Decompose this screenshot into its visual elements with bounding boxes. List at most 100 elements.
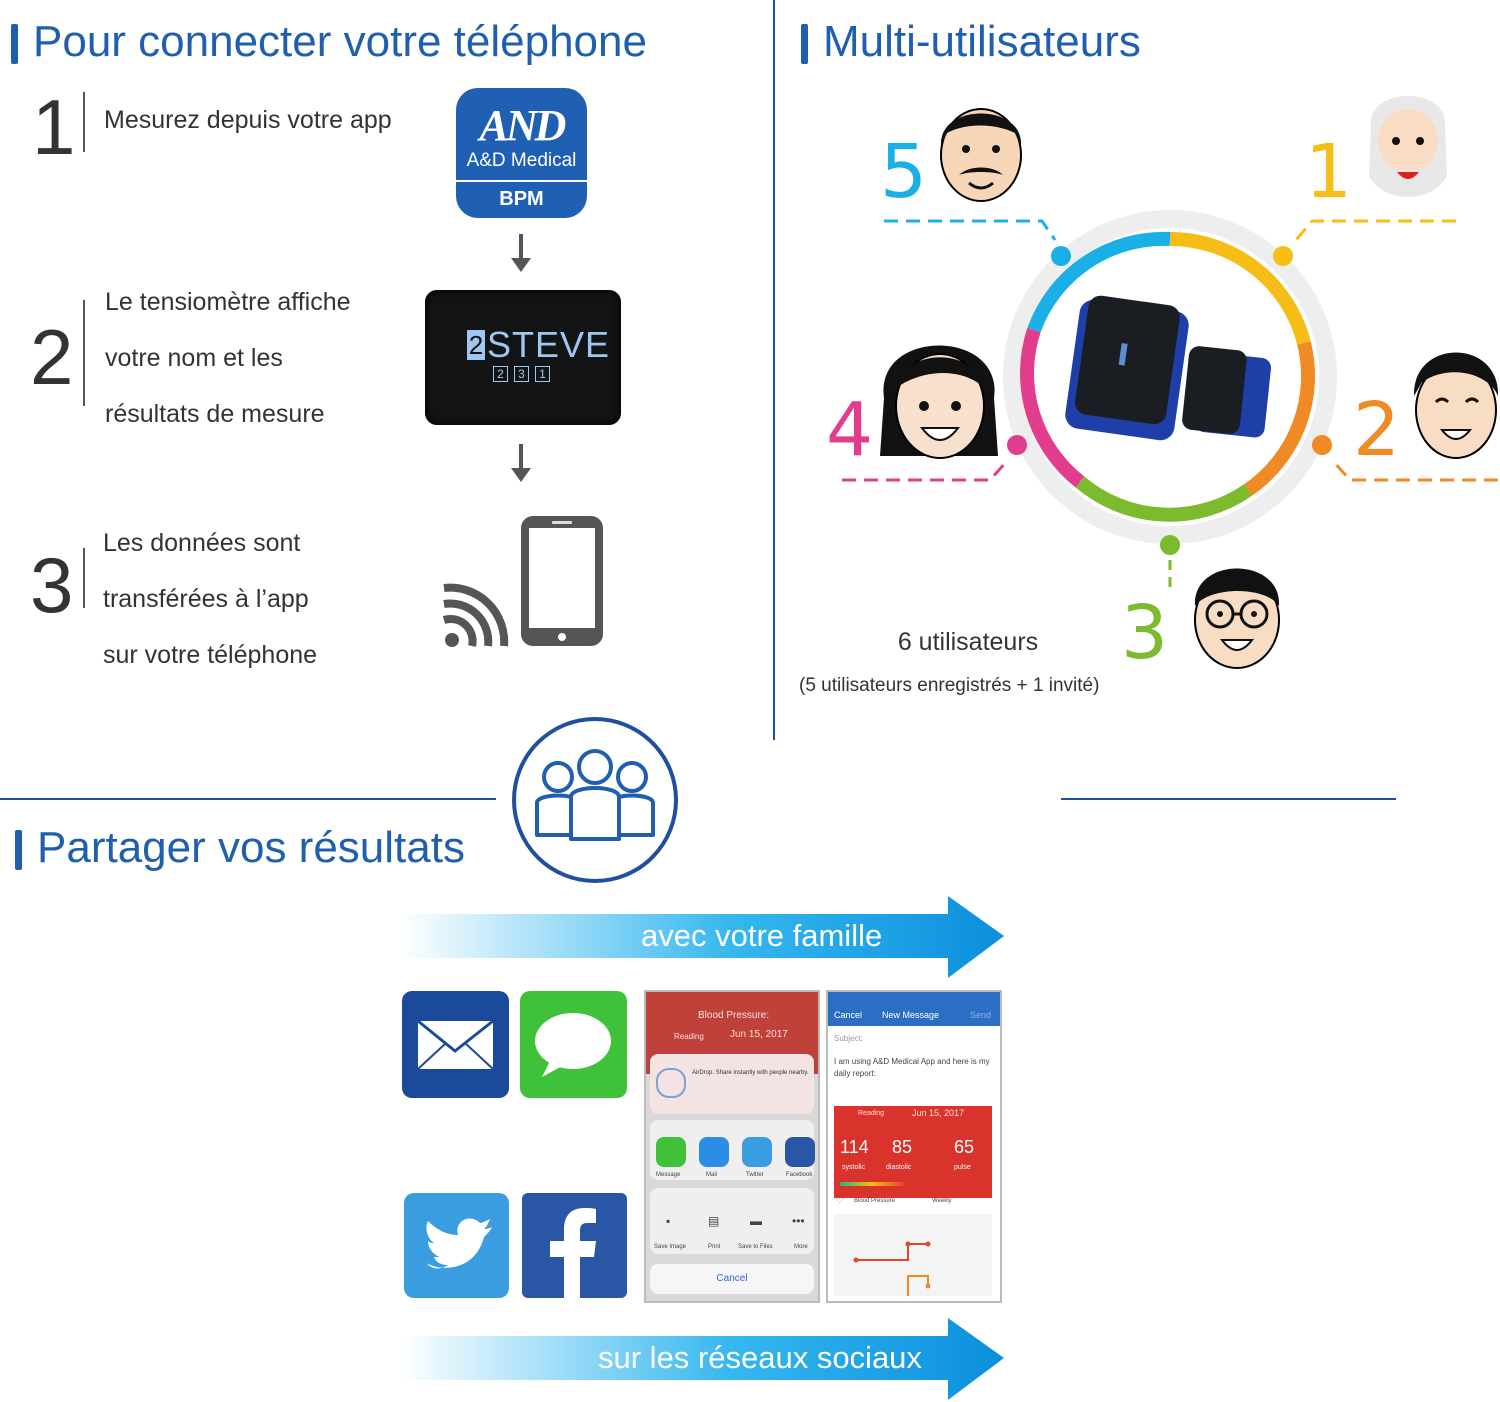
arrow-social-label: sur les réseaux sociaux — [598, 1340, 922, 1375]
title-accent-bar — [11, 24, 18, 64]
section-divider — [1061, 798, 1396, 800]
phone1-date: Jun 15, 2017 — [730, 1029, 788, 1040]
user-1-avatar-icon — [1369, 96, 1447, 197]
step-2-text: Le tensiomètre affiche votre nom et les … — [105, 274, 351, 442]
step-3-divider — [83, 548, 85, 608]
step-3-line: transférées à l’app — [103, 585, 309, 613]
step-1-text: Mesurez depuis votre app — [104, 106, 392, 134]
mail-icon — [699, 1137, 729, 1167]
print-icon: ▤ — [708, 1214, 720, 1228]
connect-title: Pour connecter votre téléphone — [33, 17, 647, 66]
phone2-cancel[interactable]: Cancel — [834, 1010, 863, 1020]
phone2-systolic-label: systolic — [842, 1164, 865, 1171]
airdrop-icon — [656, 1068, 686, 1098]
share-sheet-screenshot: Blood Pressure: Reading Jun 15, 2017 Air… — [644, 990, 820, 1303]
save-image-icon: ▪ — [666, 1214, 671, 1228]
phone2-diastolic-label: diastolic — [886, 1164, 912, 1171]
app-divider — [456, 180, 587, 182]
phone1-reading: Reading — [674, 1032, 704, 1041]
phone1-action-label: Print — [708, 1244, 721, 1250]
users-caption: 6 utilisateurs — [897, 628, 1039, 656]
messages-icon — [656, 1137, 686, 1167]
arrow-down-icon — [511, 234, 531, 272]
phone2-body: I am using A&D Medical App and here is m… — [834, 1057, 990, 1078]
arrow-right-social — [400, 1318, 1004, 1400]
display-user-number: 2 — [467, 330, 485, 360]
app-logo: AND — [479, 101, 567, 150]
step-1-divider — [83, 92, 85, 152]
app-name: A&D Medical — [466, 150, 577, 171]
section-divider — [773, 0, 775, 740]
user-2-avatar-icon — [1413, 352, 1499, 459]
user-number-1: 1 — [1305, 129, 1353, 215]
phone2-history-chart — [834, 1214, 992, 1296]
phone1-app-label: Mail — [706, 1172, 718, 1178]
phone1-title: Blood Pressure: — [698, 1010, 770, 1021]
phone2-pulse: 65 — [954, 1137, 975, 1157]
step-3-line: Les données sont — [103, 529, 301, 557]
user-number-2: 2 — [1353, 387, 1401, 473]
users-ring — [842, 210, 1498, 590]
phone2-send[interactable]: Send — [970, 1010, 992, 1020]
phone1-action-label: Save to Files — [738, 1244, 773, 1250]
twitter-icon — [742, 1137, 772, 1167]
user-3-avatar-icon — [1194, 568, 1280, 669]
arrow-right-family — [400, 896, 1004, 978]
facebook-icon — [522, 1193, 627, 1298]
phone2-subject: Subject: — [834, 1034, 863, 1043]
phone1-action-label: Save Image — [654, 1244, 687, 1250]
twitter-icon — [404, 1193, 509, 1298]
title-accent-bar — [801, 24, 808, 64]
phone2-diastolic: 85 — [892, 1137, 913, 1157]
phone2-reading: Reading — [858, 1110, 885, 1117]
phone2-date: Jun 15, 2017 — [912, 1108, 965, 1118]
users-subcaption: (5 utilisateurs enregistrés + 1 invité) — [799, 675, 1100, 696]
step-2-divider — [83, 300, 85, 406]
user-number-3: 3 — [1121, 590, 1169, 676]
user-slot: 1 — [535, 366, 550, 382]
step-3-line: sur votre téléphone — [103, 641, 318, 669]
phone2-header — [828, 992, 1000, 1026]
phone1-app-label: Twitter — [746, 1172, 764, 1178]
step-3-text: Les données sont transférées à l’app sur… — [103, 515, 317, 683]
step-2-line: votre nom et les — [105, 344, 283, 372]
new-message-screenshot: Cancel New Message Send Subject: I am us… — [826, 990, 1002, 1303]
heart-icon: ♡ — [836, 1196, 844, 1205]
facebook-icon — [785, 1137, 815, 1167]
app-bpm: BPM — [499, 188, 544, 210]
mail-icon — [402, 991, 509, 1098]
multi-title: Multi-utilisateurs — [823, 17, 1141, 66]
phone1-app-label: Facebook — [786, 1172, 813, 1178]
phone2-pulse-label: pulse — [954, 1164, 971, 1171]
family-group-icon — [512, 717, 678, 883]
user-4-avatar-icon — [880, 345, 998, 459]
messages-icon — [520, 991, 627, 1098]
user-slot: 2 — [493, 366, 508, 382]
phone1-airdrop-card — [650, 1054, 814, 1114]
share-title: Partager vos résultats — [37, 823, 465, 872]
phone2-title: New Message — [882, 1010, 940, 1020]
phone1-action-label: More — [794, 1244, 808, 1250]
phone1-cancel-button[interactable]: Cancel — [650, 1264, 814, 1294]
phone2-systolic: 114 — [840, 1137, 869, 1157]
arrow-down-icon — [511, 444, 531, 482]
more-icon: ••• — [792, 1214, 805, 1228]
user-number-5: 5 — [880, 129, 928, 215]
step-1-number: 1 — [32, 83, 76, 171]
arrow-family-label: avec votre famille — [641, 918, 883, 953]
phone2-tab1[interactable]: Blood Pressure — [854, 1198, 896, 1204]
phone1-actions-row — [650, 1188, 814, 1254]
user-number-4: 4 — [826, 387, 874, 473]
user-5-avatar-icon — [940, 108, 1022, 202]
step-2-number: 2 — [30, 313, 74, 401]
title-accent-bar — [15, 830, 22, 870]
step-2-line: Le tensiomètre affiche — [105, 288, 351, 316]
phone1-airdrop-text: AirDrop. Share instantly with people nea… — [692, 1070, 809, 1076]
section-divider — [0, 798, 496, 800]
phone2-tab2[interactable]: Weekly — [932, 1198, 952, 1204]
phone2-level-bar — [840, 1182, 904, 1186]
display-user-name: STEVE — [487, 324, 611, 365]
user-slot: 3 — [514, 366, 529, 382]
